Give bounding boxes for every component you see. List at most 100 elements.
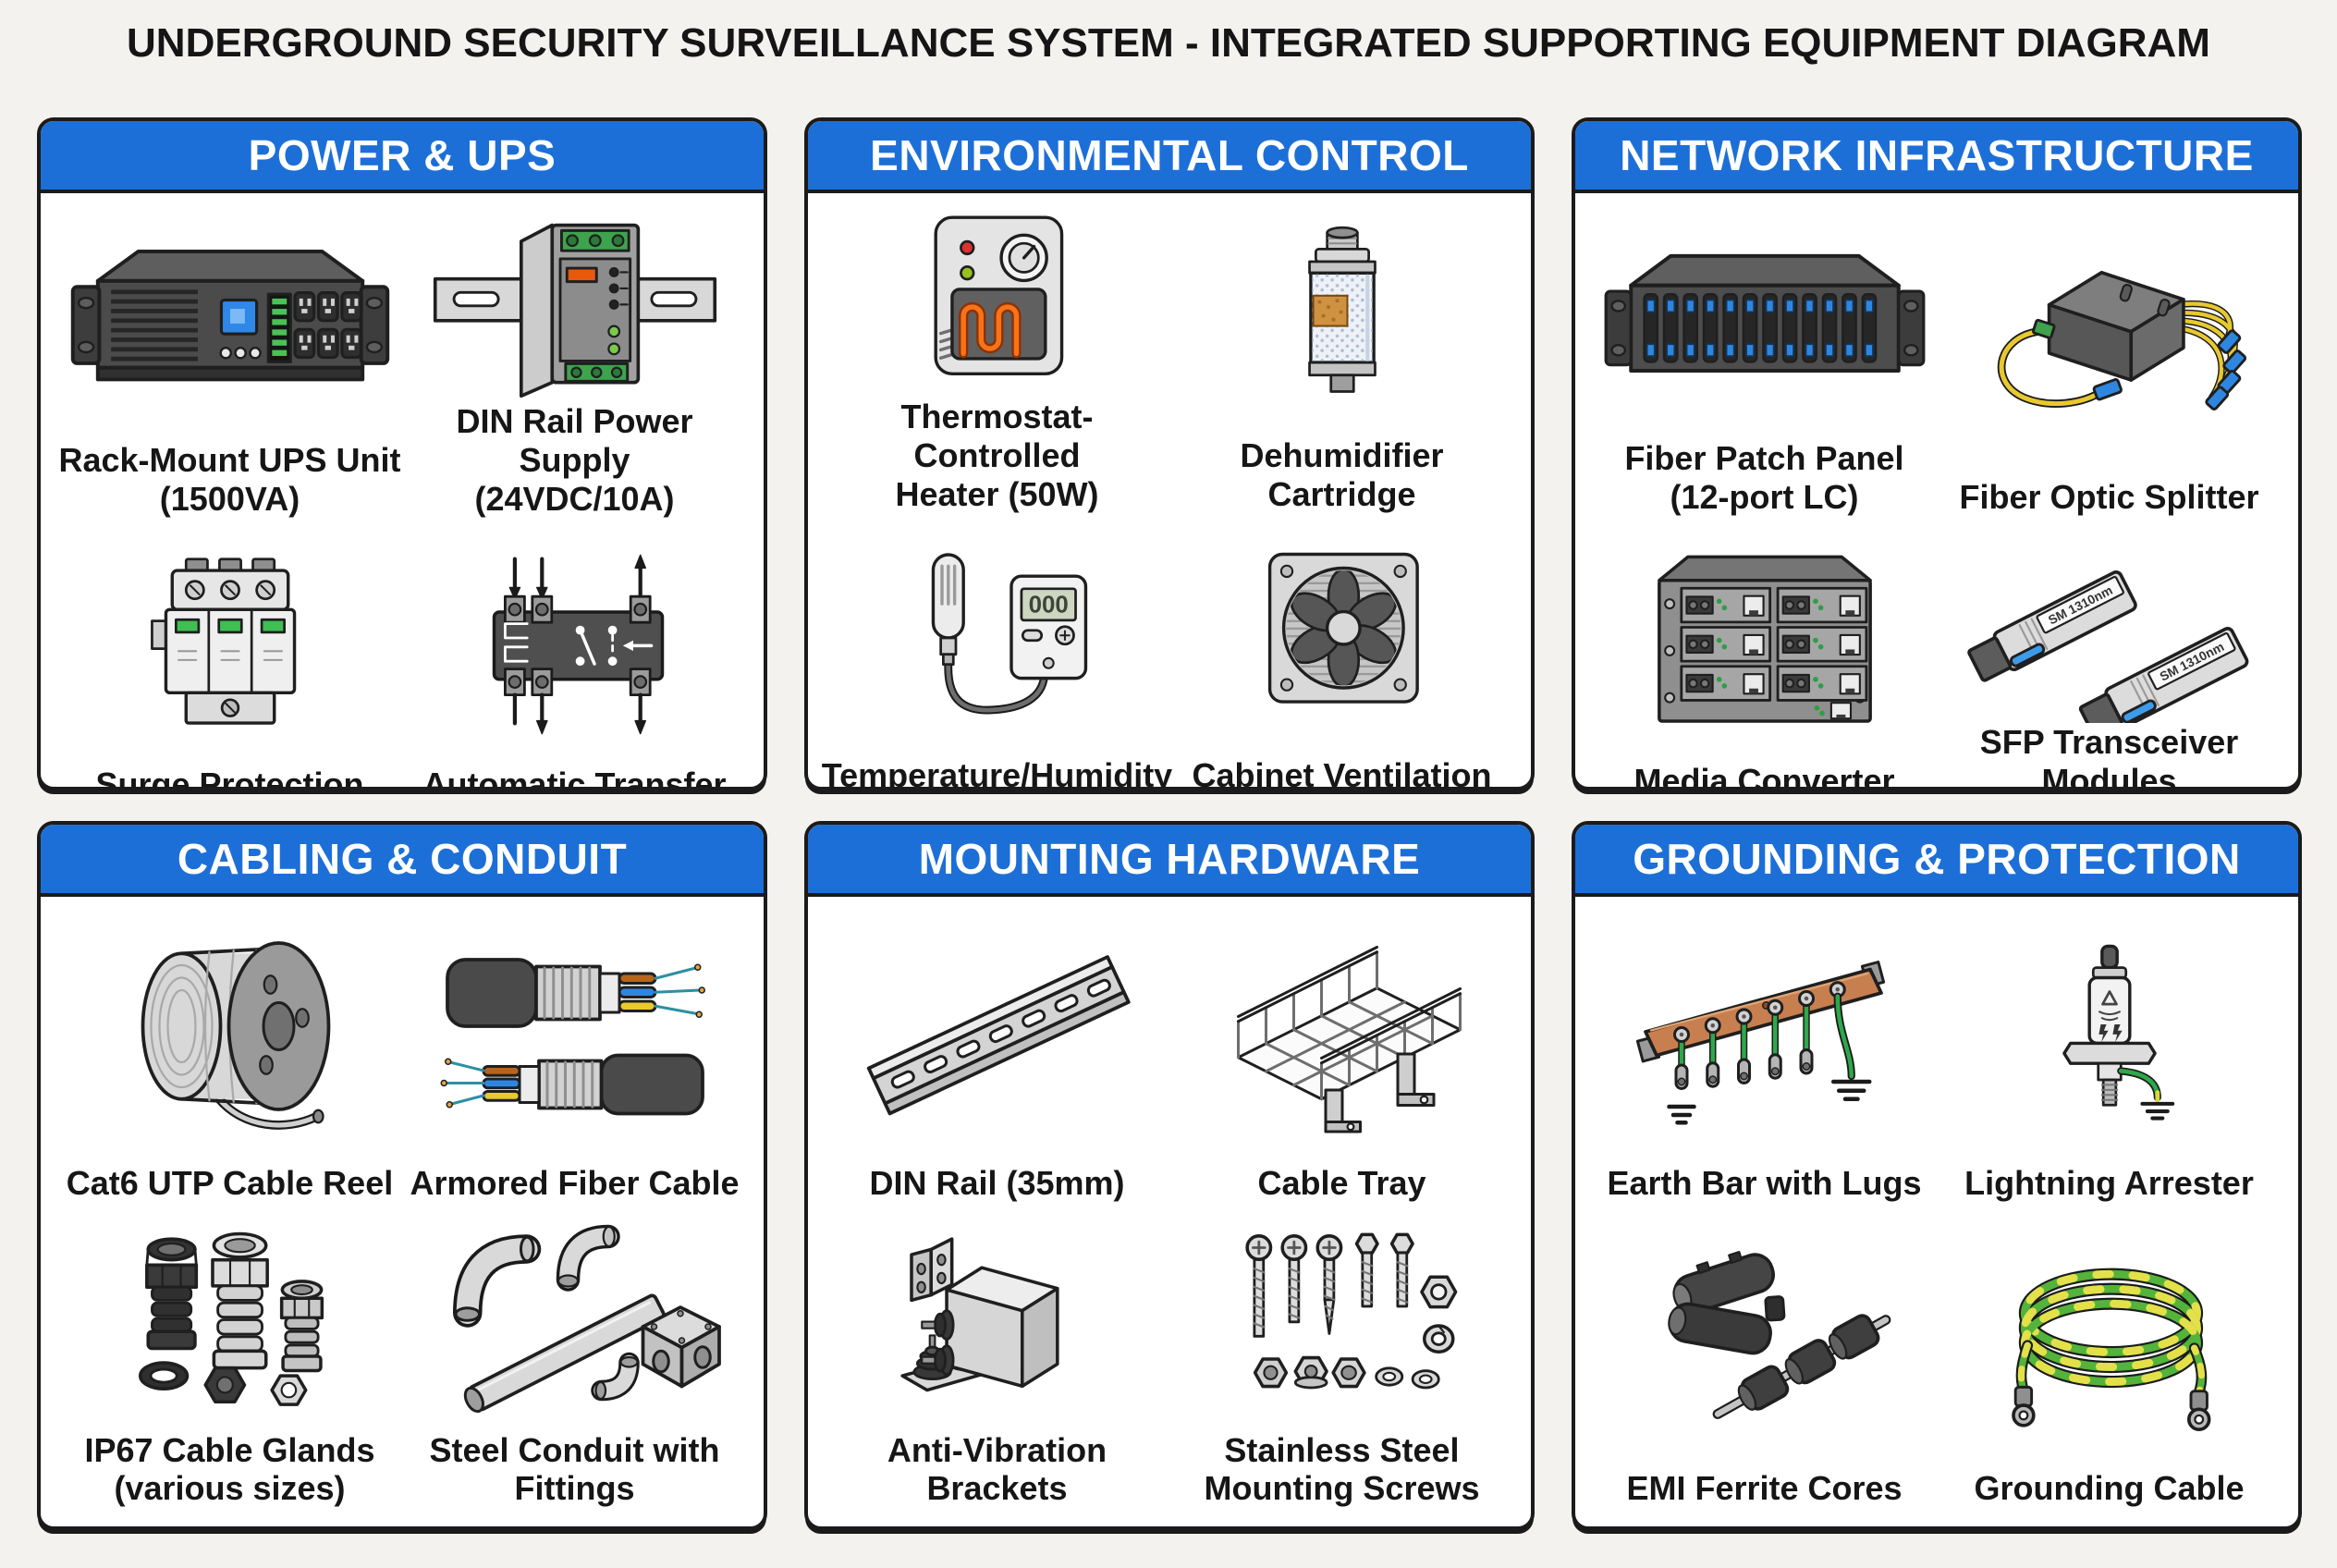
item-label: Armored Fiber Cable [410, 1163, 740, 1202]
item-label: Grounding Cable [1974, 1469, 2245, 1508]
heater-icon [933, 215, 1063, 376]
item-illustration [1937, 902, 2282, 1164]
item-label: DIN Rail (35mm) [869, 1163, 1125, 1202]
anti-vibration-icon [899, 1236, 1059, 1391]
panel-body: DIN Rail (35mm) [808, 897, 1531, 1526]
item-label: EMI Ferrite Cores [1626, 1469, 1903, 1508]
item-din-rail: DIN Rail (35mm) [825, 902, 1169, 1208]
earth-bar-icon [1635, 960, 1885, 1125]
panel-header-title: CABLING & CONDUIT [41, 825, 764, 897]
item-label: Steel Conduit with Fittings [429, 1430, 720, 1508]
ventilation-fan-icon [1267, 552, 1419, 704]
din-power-supply-icon [433, 223, 716, 398]
panel-power-ups: POWER & UPS [37, 117, 767, 790]
item-label: Temperature/Humidity Sensor [821, 756, 1173, 790]
item-anti-vibration: Anti-Vibration Brackets [825, 1208, 1169, 1514]
rack-ups-icon [70, 249, 389, 382]
panel-header-title: GROUNDING & PROTECTION [1575, 825, 2298, 897]
armored-fiber-icon [440, 958, 705, 1116]
panel-network-infrastructure: NETWORK INFRASTRUCTURE [1572, 117, 2302, 790]
item-illustration [402, 199, 747, 402]
item-label: Stainless Steel Mounting Screws [1204, 1430, 1480, 1508]
panel-environmental-control: ENVIRONMENTAL CONTROL [804, 117, 1535, 790]
item-grounding-cable: Grounding Cable [1937, 1208, 2282, 1514]
sfp-modules-icon: SM 1310nm SM 1310nm [1966, 570, 2248, 724]
item-label: Lightning Arrester [1964, 1163, 2254, 1202]
item-cable-reel: Cat6 UTP Cable Reel [57, 902, 402, 1208]
item-label: Thermostat-Controlled Heater (50W) [895, 398, 1099, 513]
steel-conduit-icon [452, 1224, 721, 1413]
item-spd: Surge Protection Device (SPD) [57, 523, 402, 787]
panel-body: Fiber Patch Panel (12-port LC) [1575, 193, 2298, 790]
item-illustration [1592, 199, 1937, 439]
item-illustration [1169, 519, 1514, 756]
item-cable-glands: IP67 Cable Glands (various sizes) [57, 1208, 402, 1514]
panel-body: Rack-Mount UPS Unit (1500VA) [41, 193, 764, 790]
item-emi-ferrite-cores: EMI Ferrite Cores [1592, 1208, 1937, 1514]
item-heater: Thermostat-Controlled Heater (50W) [825, 199, 1169, 519]
item-illustration [57, 199, 402, 441]
item-label: Cat6 UTP Cable Reel [66, 1163, 394, 1202]
item-sfp-modules: SM 1310nm SM 1310nm [1937, 521, 2282, 790]
item-illustration [1169, 902, 1514, 1164]
item-media-converter-rack: Media Converter Rack [1592, 521, 1937, 790]
item-armored-fiber: Armored Fiber Cable [402, 902, 747, 1208]
item-rack-ups: Rack-Mount UPS Unit (1500VA) [57, 199, 402, 523]
item-illustration [825, 199, 1169, 398]
item-label: Earth Bar with Lugs [1607, 1163, 1922, 1202]
panel-header-title: ENVIRONMENTAL CONTROL [808, 121, 1531, 193]
panel-body: Earth Bar with Lugs [1575, 897, 2298, 1526]
item-label: SFP Transceiver Modules (SM 1310nm) [1979, 723, 2239, 790]
item-illustration [402, 523, 747, 766]
item-illustration [825, 1208, 1169, 1431]
item-label: Anti-Vibration Brackets [887, 1430, 1107, 1508]
item-din-psu: DIN Rail Power Supply (24VDC/10A) [402, 199, 747, 523]
item-label: Fiber Patch Panel (12-port LC) [1624, 438, 1904, 516]
item-fiber-splitter: Fiber Optic Splitter [1937, 199, 2282, 521]
item-earth-bar: Earth Bar with Lugs [1592, 902, 1937, 1208]
item-fiber-patch-panel: Fiber Patch Panel (12-port LC) [1592, 199, 1937, 521]
cable-glands-icon [138, 1231, 324, 1406]
item-label: Dehumidifier Cartridge [1240, 435, 1444, 513]
panel-mounting-hardware: MOUNTING HARDWARE DIN Rail (35mm) [804, 821, 1535, 1530]
lightning-arrester-icon [2062, 944, 2174, 1121]
spd-icon [150, 557, 296, 725]
page-title: UNDERGROUND SECURITY SURVEILLANCE SYSTEM… [127, 20, 2210, 66]
panels-grid: POWER & UPS [37, 117, 2302, 1530]
media-converter-rack-icon [1657, 555, 1872, 723]
emi-ferrite-cores-icon [1667, 1250, 1890, 1419]
item-illustration [1592, 1208, 1937, 1470]
item-cable-tray: Cable Tray [1169, 902, 1514, 1208]
item-label: Rack-Mount UPS Unit (1500VA) [58, 440, 401, 518]
item-illustration [1937, 199, 2282, 478]
svg-text:000: 000 [1028, 592, 1068, 618]
mounting-screws-icon [1244, 1232, 1457, 1390]
panel-body: Cat6 UTP Cable Reel [41, 897, 764, 1526]
item-ventilation-fan: Cabinet Ventilation Fan [1169, 519, 1514, 787]
item-label: Cable Tray [1257, 1163, 1426, 1202]
item-illustration [1937, 1208, 2282, 1470]
cable-tray-icon [1236, 945, 1462, 1133]
item-mounting-screws: Stainless Steel Mounting Screws [1169, 1208, 1514, 1514]
din-rail-icon [866, 955, 1131, 1116]
item-ats: Automatic Transfer Switch (ATS) [402, 523, 747, 790]
item-illustration [1592, 902, 1937, 1164]
item-lightning-arrester: Lightning Arrester [1937, 902, 2282, 1208]
fiber-patch-panel-icon [1604, 254, 1925, 374]
item-temp-humidity-sensor: 000 Temperature/Humidity Sensor [821, 519, 1173, 790]
item-label: Automatic Transfer Switch (ATS) [422, 766, 727, 790]
cable-reel-icon [141, 941, 330, 1130]
item-label: Fiber Optic Splitter [1959, 477, 2259, 516]
panel-grounding-protection: GROUNDING & PROTECTION [1572, 821, 2302, 1530]
item-illustration [825, 902, 1169, 1164]
item-illustration [1592, 521, 1937, 762]
item-illustration [402, 1208, 747, 1431]
panel-header-title: MOUNTING HARDWARE [808, 825, 1531, 897]
dehumidifier-icon [1307, 227, 1377, 394]
panel-cabling-conduit: CABLING & CONDUIT [37, 821, 767, 1530]
item-illustration [57, 902, 402, 1164]
item-dehumidifier: Dehumidifier Cartridge [1169, 199, 1514, 519]
item-label: Media Converter Rack [1633, 762, 1895, 790]
item-illustration [1169, 1208, 1514, 1431]
item-illustration: 000 [825, 519, 1169, 756]
